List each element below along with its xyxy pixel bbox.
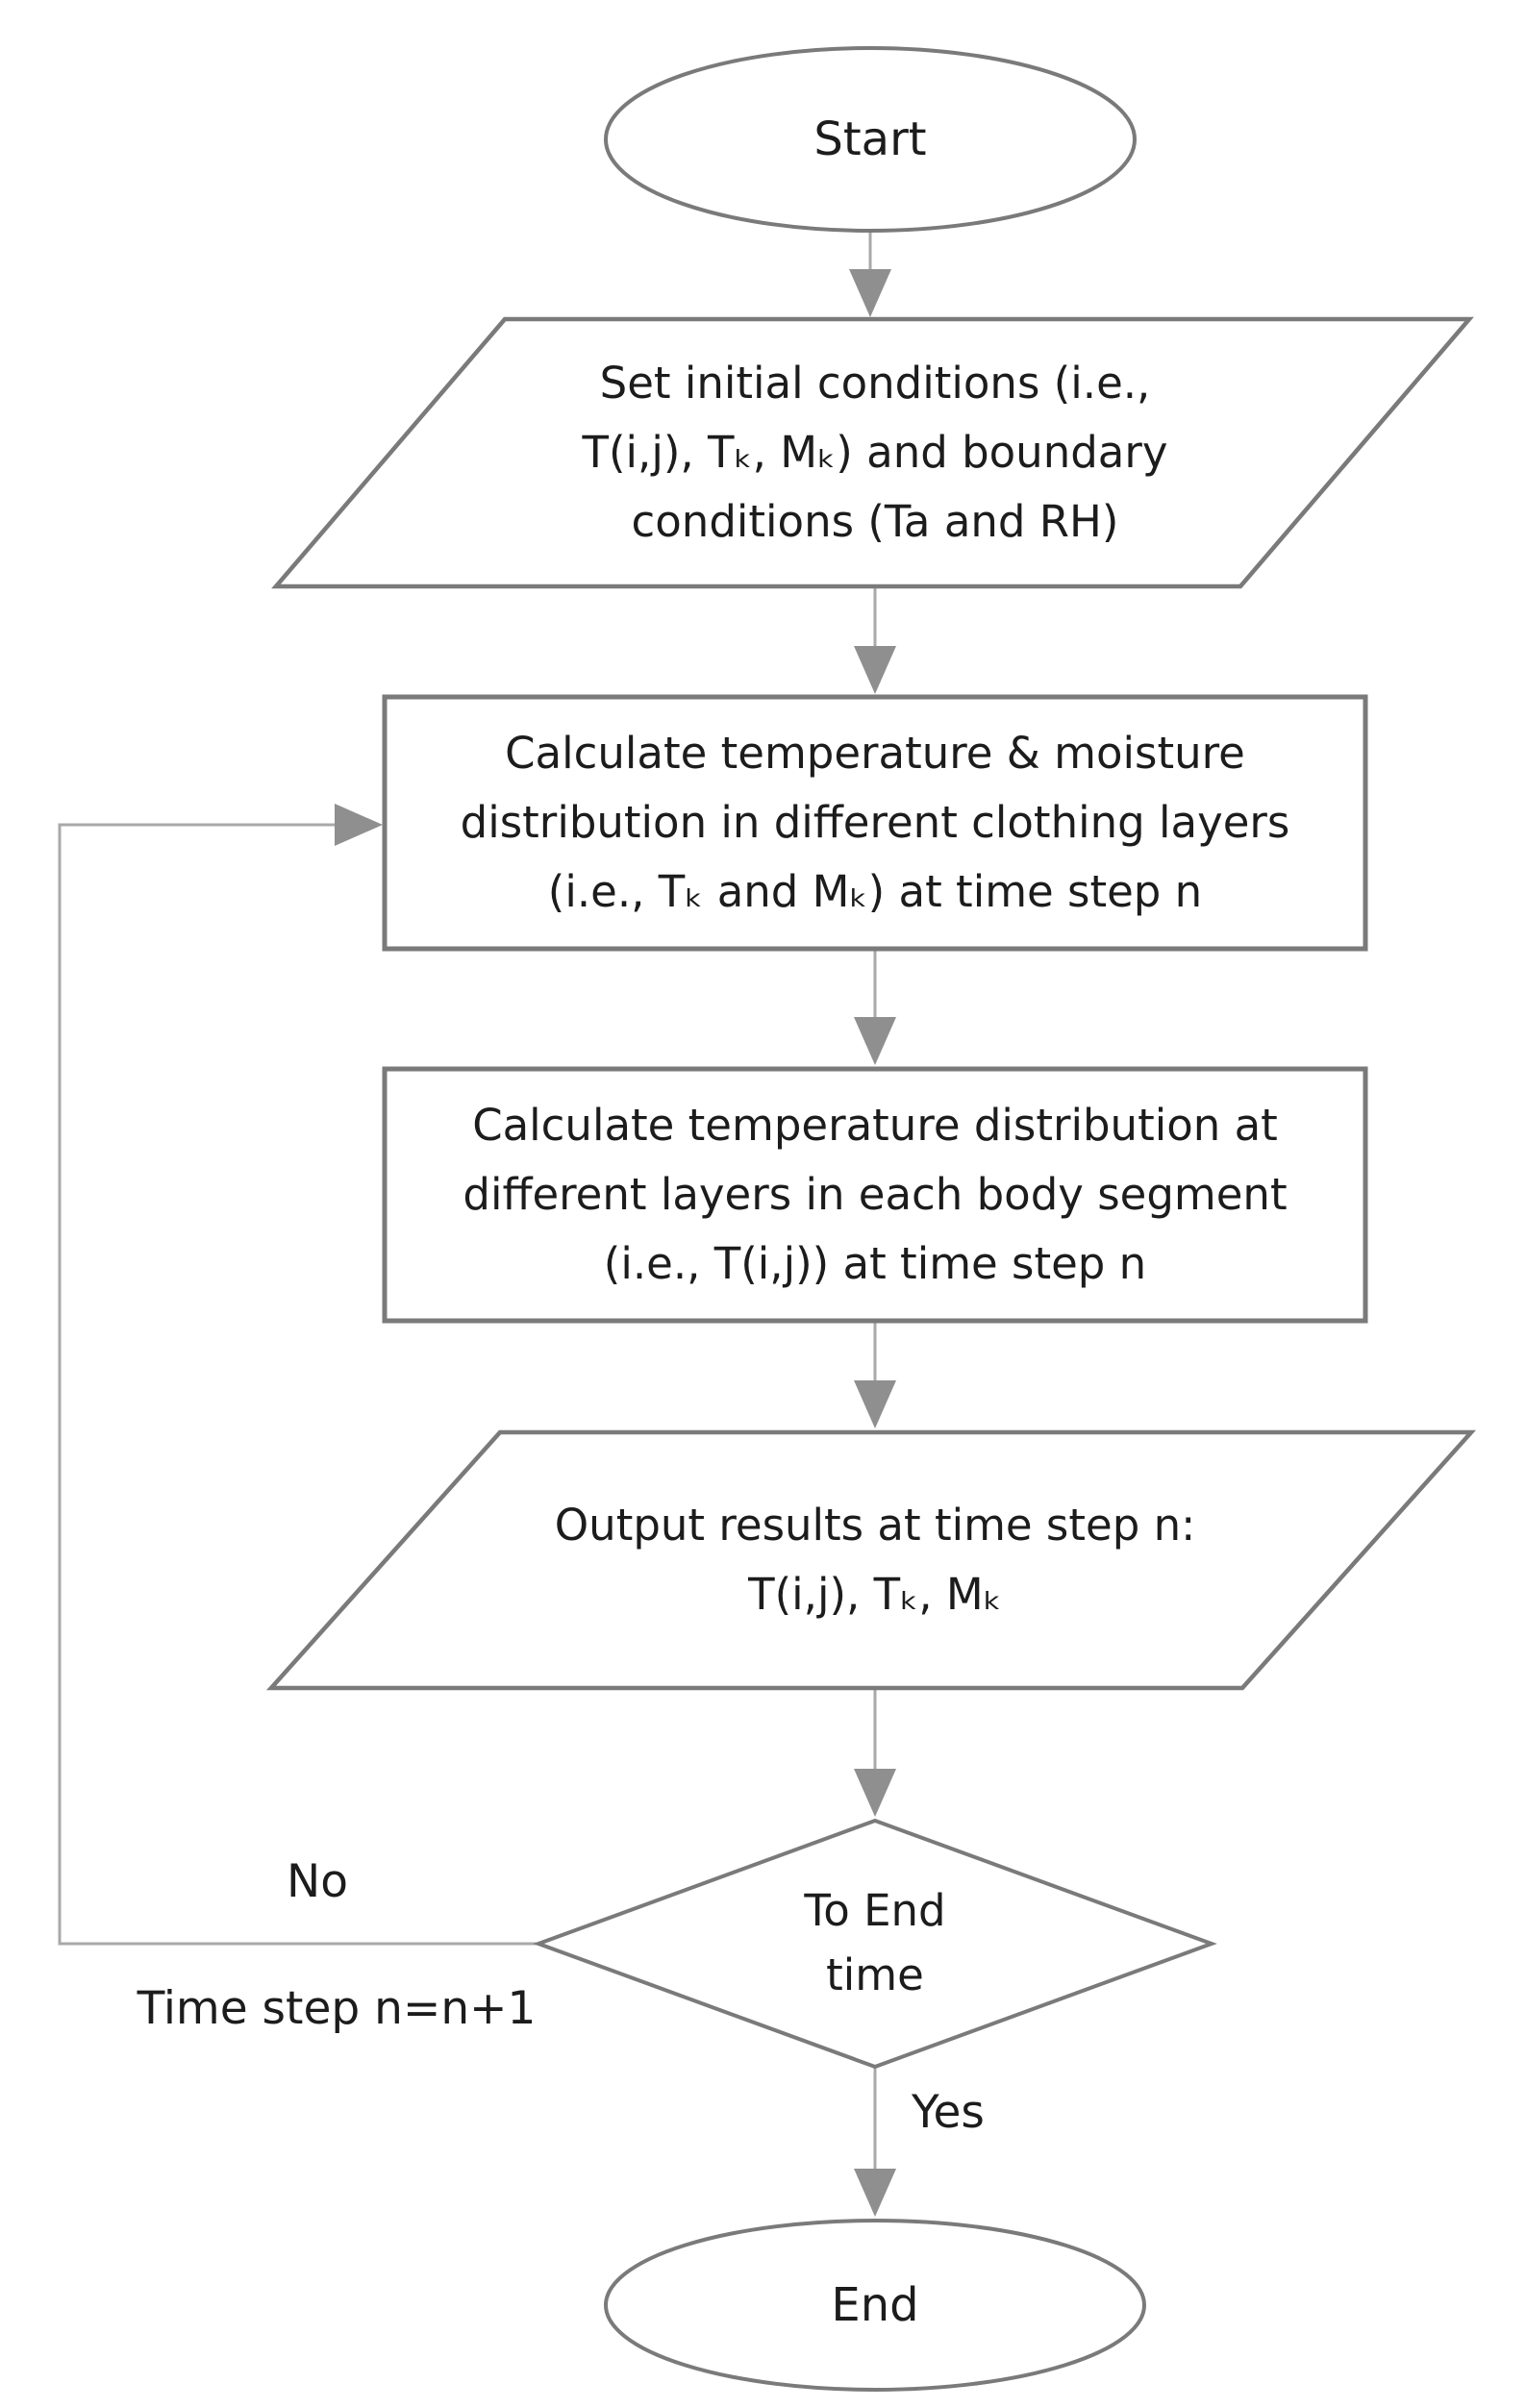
calcbody-line-3: (i.e., T(i,j)) at time step n	[603, 1238, 1147, 1289]
end-label: End	[831, 2278, 919, 2332]
setinitial-line-1: Set initial conditions (i.e.,	[599, 358, 1151, 409]
calcbody-line-1: Calculate temperature distribution at	[472, 1100, 1278, 1151]
calcbody-text: Calculate temperature distribution at di…	[394, 1091, 1356, 1299]
edge-decision-no-loopback	[58, 823, 538, 1946]
edge-label-yes: Yes	[912, 2086, 985, 2139]
arrowheads	[335, 269, 896, 2217]
arrowhead-loopback-into-calcclothing	[335, 804, 383, 846]
decision-line-2: time	[826, 1949, 924, 2000]
setinitial-text: Set initial conditions (i.e., T(i,j), Tₖ…	[394, 349, 1356, 557]
edge-label-no: No	[287, 1855, 348, 1908]
decision-line-1: To End	[804, 1885, 946, 1936]
calcbody-line-2: different layers in each body segment	[463, 1169, 1288, 1220]
start-label: Start	[813, 112, 927, 166]
calcbody-rectangle-shape	[382, 1066, 1368, 1324]
calcclothing-rectangle-shape	[382, 694, 1368, 952]
decision-diamond-shape	[533, 1818, 1217, 2070]
output-parallelogram-shape	[265, 1429, 1477, 1691]
arrowhead-into-end	[854, 2169, 896, 2217]
edge-label-timestep: Time step n=n+1	[137, 1982, 537, 2035]
arrowhead-into-setinitial	[849, 269, 891, 317]
calcclothing-line-3: (i.e., Tₖ and Mₖ) at time step n	[547, 866, 1203, 917]
start-terminator-shape	[604, 46, 1137, 233]
setinitial-line-2: T(i,j), Tₖ, Mₖ) and boundary	[582, 427, 1168, 478]
output-line-2: T(i,j), Tₖ, Mₖ	[748, 1569, 1002, 1620]
arrowhead-into-output	[854, 1380, 896, 1428]
calcclothing-line-2: distribution in different clothing layer…	[460, 797, 1290, 848]
arrowhead-into-calcclothing	[854, 646, 896, 694]
connector-lines	[58, 231, 877, 2172]
arrowhead-into-decision	[854, 1769, 896, 1817]
output-text: Output results at time step n: T(i,j), T…	[394, 1491, 1356, 1629]
setinitial-line-3: conditions (Ta and RH)	[631, 496, 1119, 547]
calcclothing-line-1: Calculate temperature & moisture	[505, 728, 1245, 779]
decision-text: To End time	[635, 1878, 1115, 2007]
end-terminator-shape	[604, 2219, 1146, 2392]
calcclothing-text: Calculate temperature & moisture distrib…	[394, 719, 1356, 927]
arrowhead-into-calcbody	[854, 1017, 896, 1065]
setinitial-parallelogram-shape	[271, 316, 1474, 589]
output-line-1: Output results at time step n:	[554, 1500, 1196, 1551]
